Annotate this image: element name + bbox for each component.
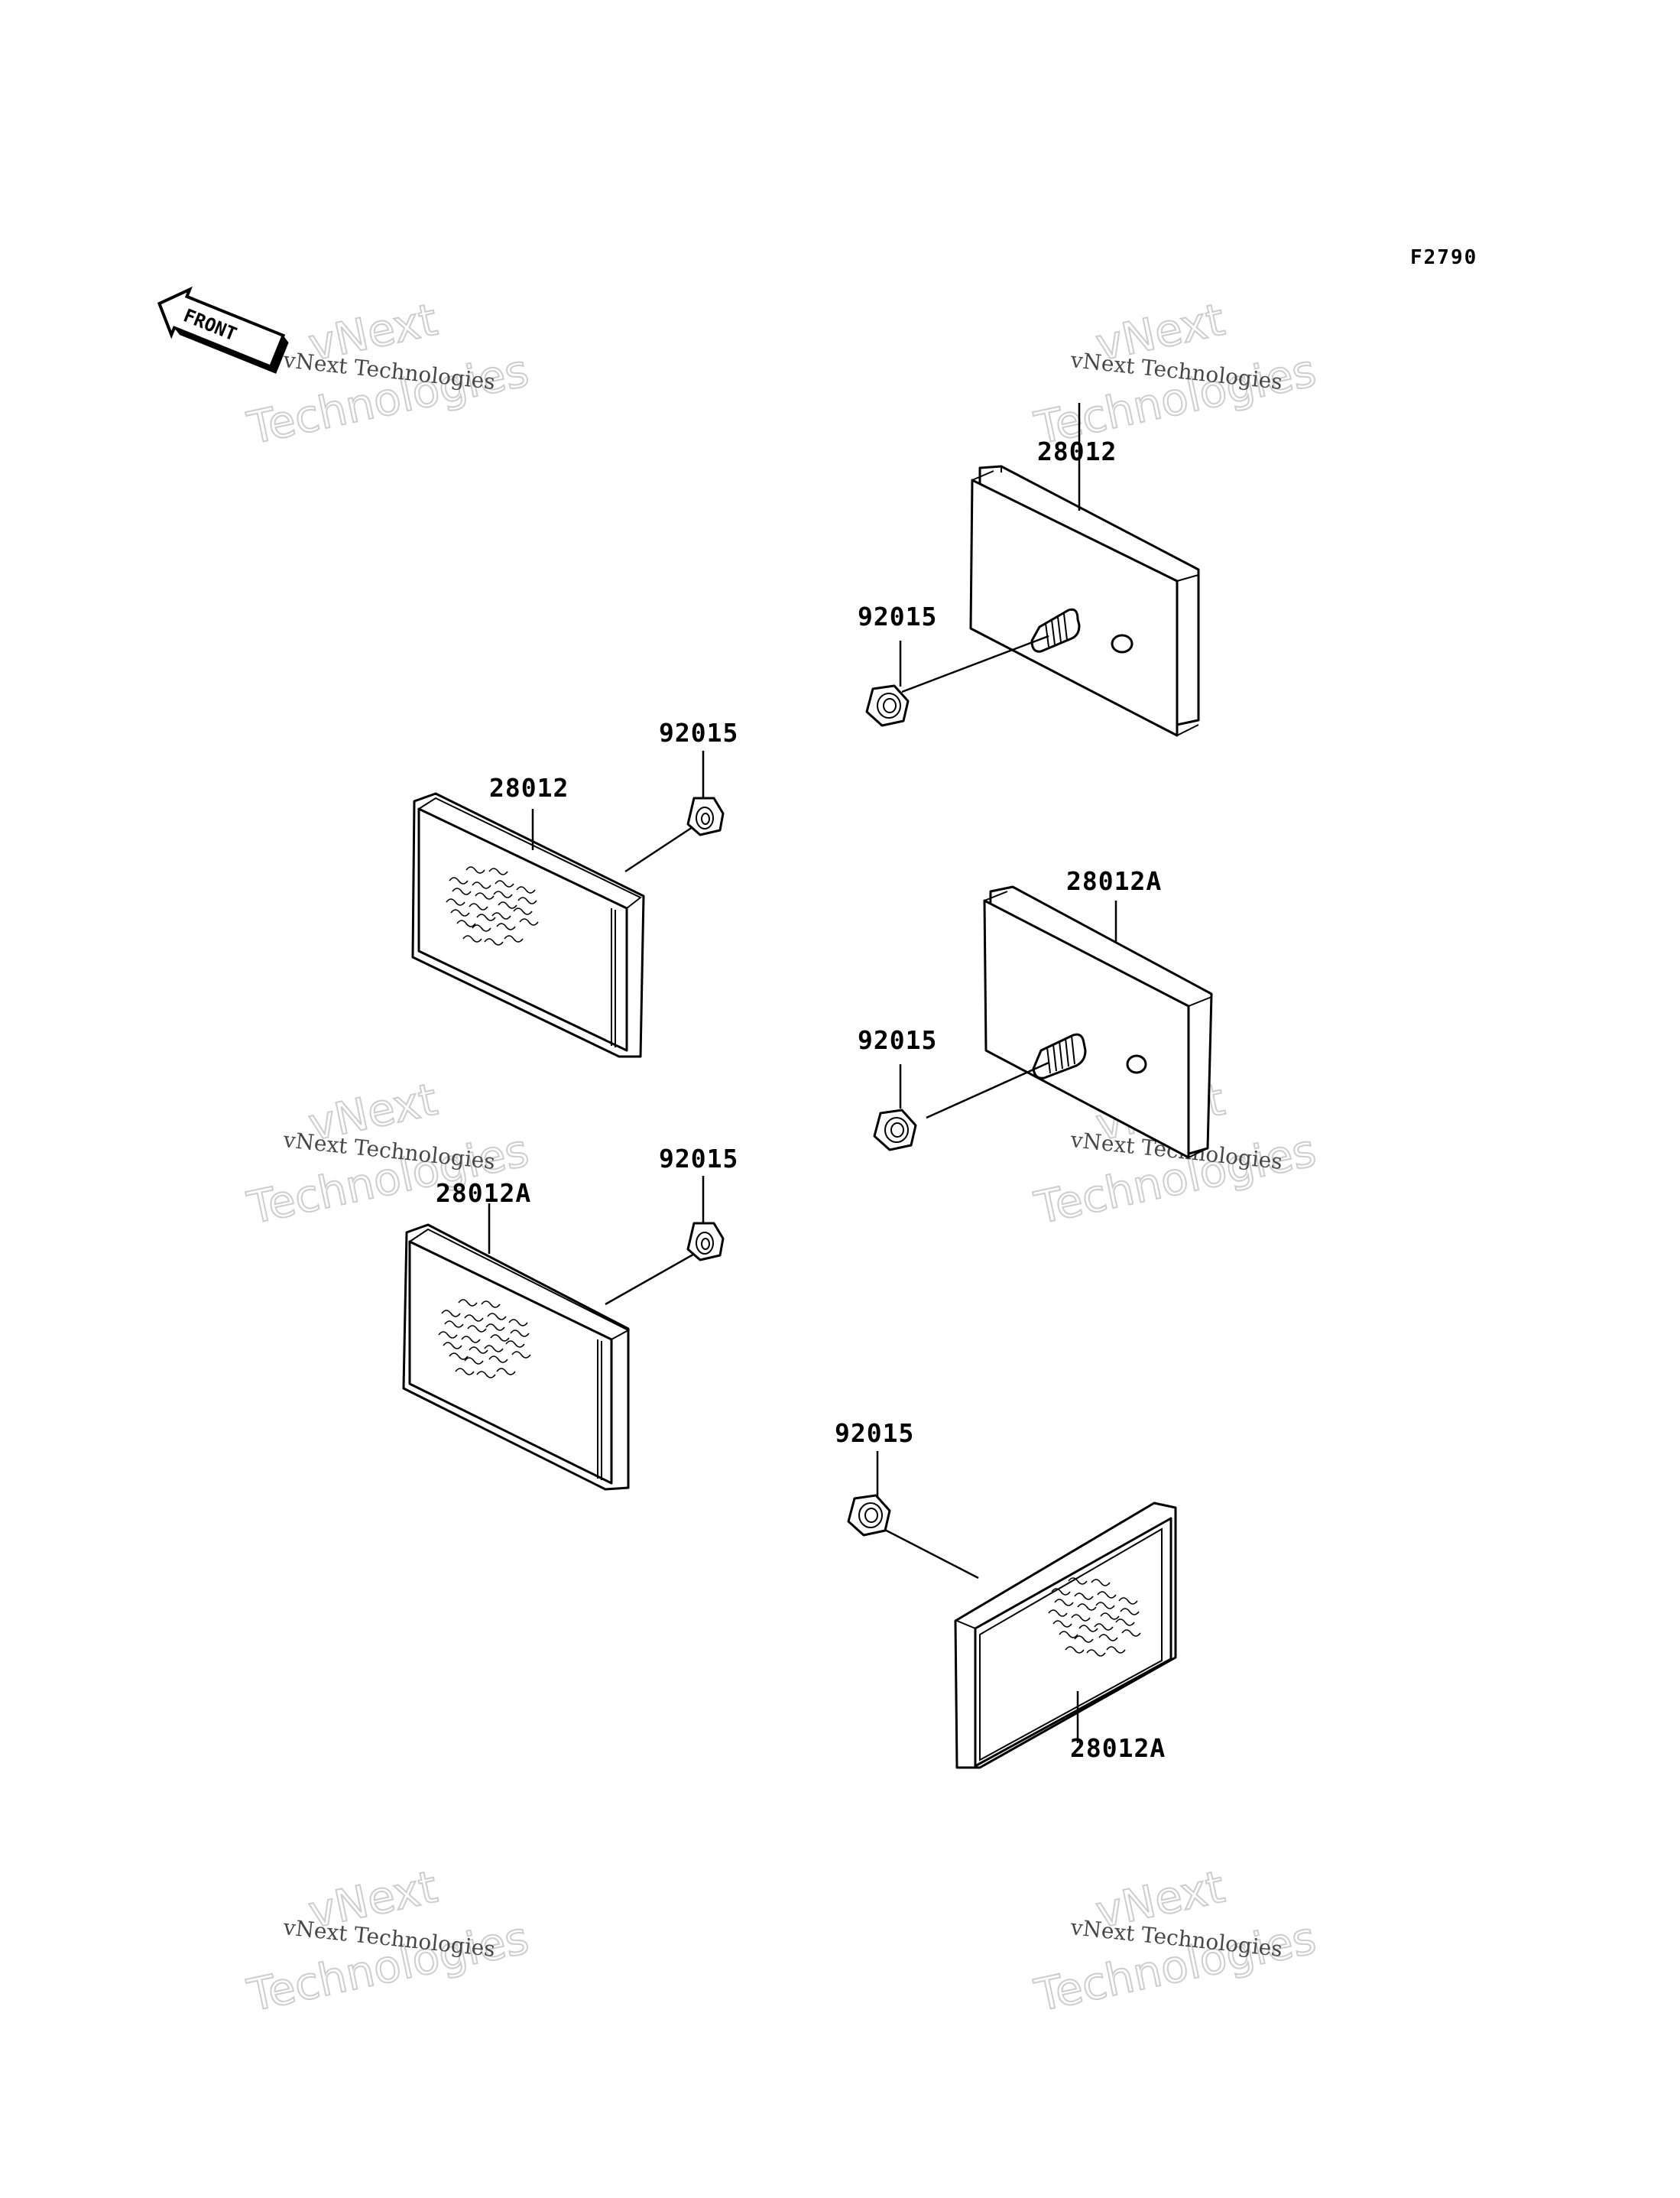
- flange-nut-mid-right: [873, 1109, 917, 1151]
- locating-pin: [1111, 634, 1134, 654]
- flange-nut-bottom-right: [847, 1494, 891, 1537]
- label-92015-mid-left: 92015: [659, 718, 738, 748]
- front-arrow-icon: FRONT: [157, 286, 289, 374]
- reflector-mid-right: [983, 885, 1213, 1159]
- label-92015-low-left: 92015: [659, 1144, 738, 1174]
- reflector-mid-left: [411, 792, 645, 1058]
- flange-nut-mid-left: [686, 797, 725, 836]
- flange-nut-top-right: [865, 684, 910, 727]
- flange-nut-low-left: [686, 1222, 725, 1261]
- reflector-top-right: [969, 465, 1200, 737]
- threaded-stud: [1030, 608, 1081, 653]
- label-92015-bottom-right: 92015: [835, 1418, 914, 1448]
- threaded-stud: [1032, 1033, 1087, 1080]
- label-28012A-bottom-right: 28012A: [1070, 1733, 1166, 1763]
- label-28012A-low-left: 28012A: [436, 1178, 531, 1208]
- locating-pin: [1126, 1054, 1147, 1074]
- figure-code: F2790: [1410, 246, 1477, 269]
- label-28012-mid-left: 28012: [489, 773, 569, 803]
- label-92015-mid-right: 92015: [858, 1025, 937, 1055]
- reflector-low-left: [402, 1223, 631, 1491]
- label-28012A-mid-right: 28012A: [1066, 866, 1162, 896]
- label-28012-top-right: 28012: [1037, 437, 1117, 466]
- reflector-bottom-right: [954, 1502, 1177, 1769]
- label-92015-top-right: 92015: [858, 602, 937, 631]
